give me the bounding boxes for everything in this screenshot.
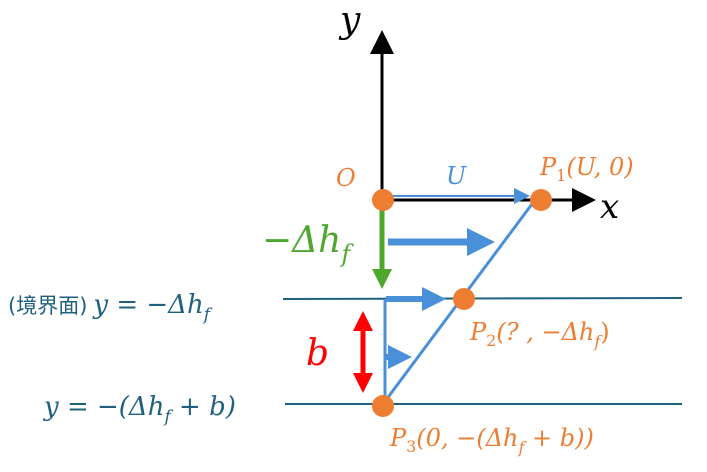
delta-hf-label: −Δhf [262,220,354,268]
point-p3 [372,395,394,417]
point-p1 [530,189,552,211]
point-p2 [453,288,475,310]
p2-label: P2(? , −Δhf) [469,318,610,351]
boundary-label: (境界面)y = −Δhf [8,290,213,325]
bottom-label: y = −(Δhf + b) [43,392,236,427]
b-label: b [306,333,329,374]
x-axis-label: x [600,187,619,227]
p1-label: P1(U, 0) [539,153,634,185]
origin-label: O [336,164,356,192]
boundary-line [282,297,683,300]
p3-label: P3(0, −(Δhf + b)) [389,424,594,457]
velocity-u-label: U [446,162,467,190]
y-axis-label: y [338,0,361,41]
point-o [372,189,394,211]
